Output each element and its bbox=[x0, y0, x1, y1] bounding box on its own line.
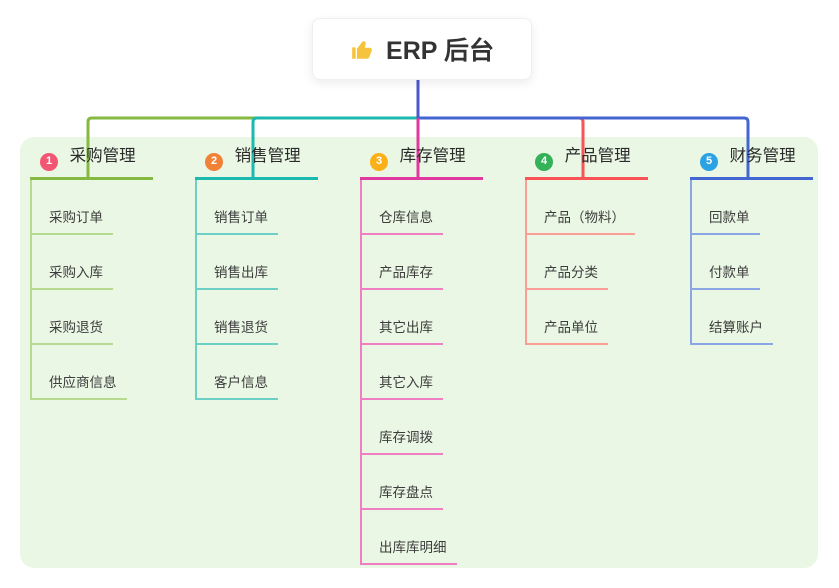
branch-column-2: 2 销售管理 销售订单 销售出库 销售退货 客户信息 bbox=[195, 145, 360, 400]
thumbs-up-icon bbox=[350, 36, 376, 62]
child-row: 库存盘点 bbox=[362, 455, 525, 510]
child-row: 其它出库 bbox=[362, 290, 525, 345]
child-node[interactable]: 采购退货 bbox=[32, 319, 113, 345]
branch-number-badge: 1 bbox=[40, 152, 58, 171]
child-row: 销售订单 bbox=[197, 180, 360, 235]
child-row: 销售出库 bbox=[197, 235, 360, 290]
branch-label: 库存管理 bbox=[399, 147, 466, 165]
child-row: 销售退货 bbox=[197, 290, 360, 345]
branch-title[interactable]: 1 采购管理 bbox=[30, 145, 153, 180]
child-row: 仓库信息 bbox=[362, 180, 525, 235]
branch-column-1: 1 采购管理 采购订单 采购入库 采购退货 供应商信息 bbox=[30, 145, 195, 400]
branch-column-4: 4 产品管理 产品（物料） 产品分类 产品单位 bbox=[525, 145, 690, 345]
branch-label: 销售管理 bbox=[234, 147, 301, 165]
branch-number-badge: 5 bbox=[700, 152, 718, 171]
child-node[interactable]: 产品库存 bbox=[362, 264, 443, 290]
child-row: 产品库存 bbox=[362, 235, 525, 290]
branch-title[interactable]: 4 产品管理 bbox=[525, 145, 648, 180]
child-node[interactable]: 产品分类 bbox=[527, 264, 608, 290]
child-row: 采购入库 bbox=[32, 235, 195, 290]
child-node[interactable]: 销售出库 bbox=[197, 264, 278, 290]
child-row: 供应商信息 bbox=[32, 345, 195, 400]
child-row: 产品分类 bbox=[527, 235, 690, 290]
child-node[interactable]: 结算账户 bbox=[692, 319, 773, 345]
child-node[interactable]: 供应商信息 bbox=[32, 374, 127, 400]
child-node[interactable]: 销售订单 bbox=[197, 209, 278, 235]
child-node[interactable]: 回款单 bbox=[692, 209, 760, 235]
child-node[interactable]: 库存盘点 bbox=[362, 484, 443, 510]
branch-children: 产品（物料） 产品分类 产品单位 bbox=[525, 179, 690, 345]
child-node[interactable]: 出库库明细 bbox=[362, 539, 457, 565]
branch-number-badge: 2 bbox=[205, 152, 223, 171]
child-node[interactable]: 客户信息 bbox=[197, 374, 278, 400]
branch-children: 采购订单 采购入库 采购退货 供应商信息 bbox=[30, 179, 195, 400]
child-row: 产品单位 bbox=[527, 290, 690, 345]
branch-children: 销售订单 销售出库 销售退货 客户信息 bbox=[195, 179, 360, 400]
child-node[interactable]: 其它出库 bbox=[362, 319, 443, 345]
child-row: 其它入库 bbox=[362, 345, 525, 400]
branch-label: 采购管理 bbox=[69, 147, 136, 165]
child-node[interactable]: 库存调拨 bbox=[362, 429, 443, 455]
branch-title[interactable]: 5 财务管理 bbox=[690, 145, 813, 180]
branch-children: 仓库信息 产品库存 其它出库 其它入库 库存调拨 库存盘点 出库库明细 bbox=[360, 179, 525, 565]
child-node[interactable]: 产品单位 bbox=[527, 319, 608, 345]
branch-label: 产品管理 bbox=[564, 147, 631, 165]
child-node[interactable]: 其它入库 bbox=[362, 374, 443, 400]
branch-column-5: 5 财务管理 回款单 付款单 结算账户 bbox=[690, 145, 839, 345]
branch-title[interactable]: 2 销售管理 bbox=[195, 145, 318, 180]
root-node-label: ERP 后台 bbox=[386, 37, 494, 65]
child-row: 回款单 bbox=[692, 180, 839, 235]
child-node[interactable]: 采购订单 bbox=[32, 209, 113, 235]
child-node[interactable]: 付款单 bbox=[692, 264, 760, 290]
child-row: 出库库明细 bbox=[362, 510, 525, 565]
child-node[interactable]: 销售退货 bbox=[197, 319, 278, 345]
child-node[interactable]: 产品（物料） bbox=[527, 209, 635, 235]
child-row: 结算账户 bbox=[692, 290, 839, 345]
child-node[interactable]: 采购入库 bbox=[32, 264, 113, 290]
branch-title[interactable]: 3 库存管理 bbox=[360, 145, 483, 180]
branch-number-badge: 4 bbox=[535, 152, 553, 171]
root-node[interactable]: ERP 后台 bbox=[312, 18, 532, 80]
child-row: 付款单 bbox=[692, 235, 839, 290]
child-row: 客户信息 bbox=[197, 345, 360, 400]
branch-label: 财务管理 bbox=[729, 147, 796, 165]
child-row: 产品（物料） bbox=[527, 180, 690, 235]
child-node[interactable]: 仓库信息 bbox=[362, 209, 443, 235]
branch-column-3: 3 库存管理 仓库信息 产品库存 其它出库 其它入库 库存调拨 库存盘点 出库库… bbox=[360, 145, 525, 565]
branch-number-badge: 3 bbox=[370, 152, 388, 171]
child-row: 采购订单 bbox=[32, 180, 195, 235]
branches-panel bbox=[20, 137, 818, 568]
branch-children: 回款单 付款单 结算账户 bbox=[690, 179, 839, 345]
child-row: 采购退货 bbox=[32, 290, 195, 345]
child-row: 库存调拨 bbox=[362, 400, 525, 455]
